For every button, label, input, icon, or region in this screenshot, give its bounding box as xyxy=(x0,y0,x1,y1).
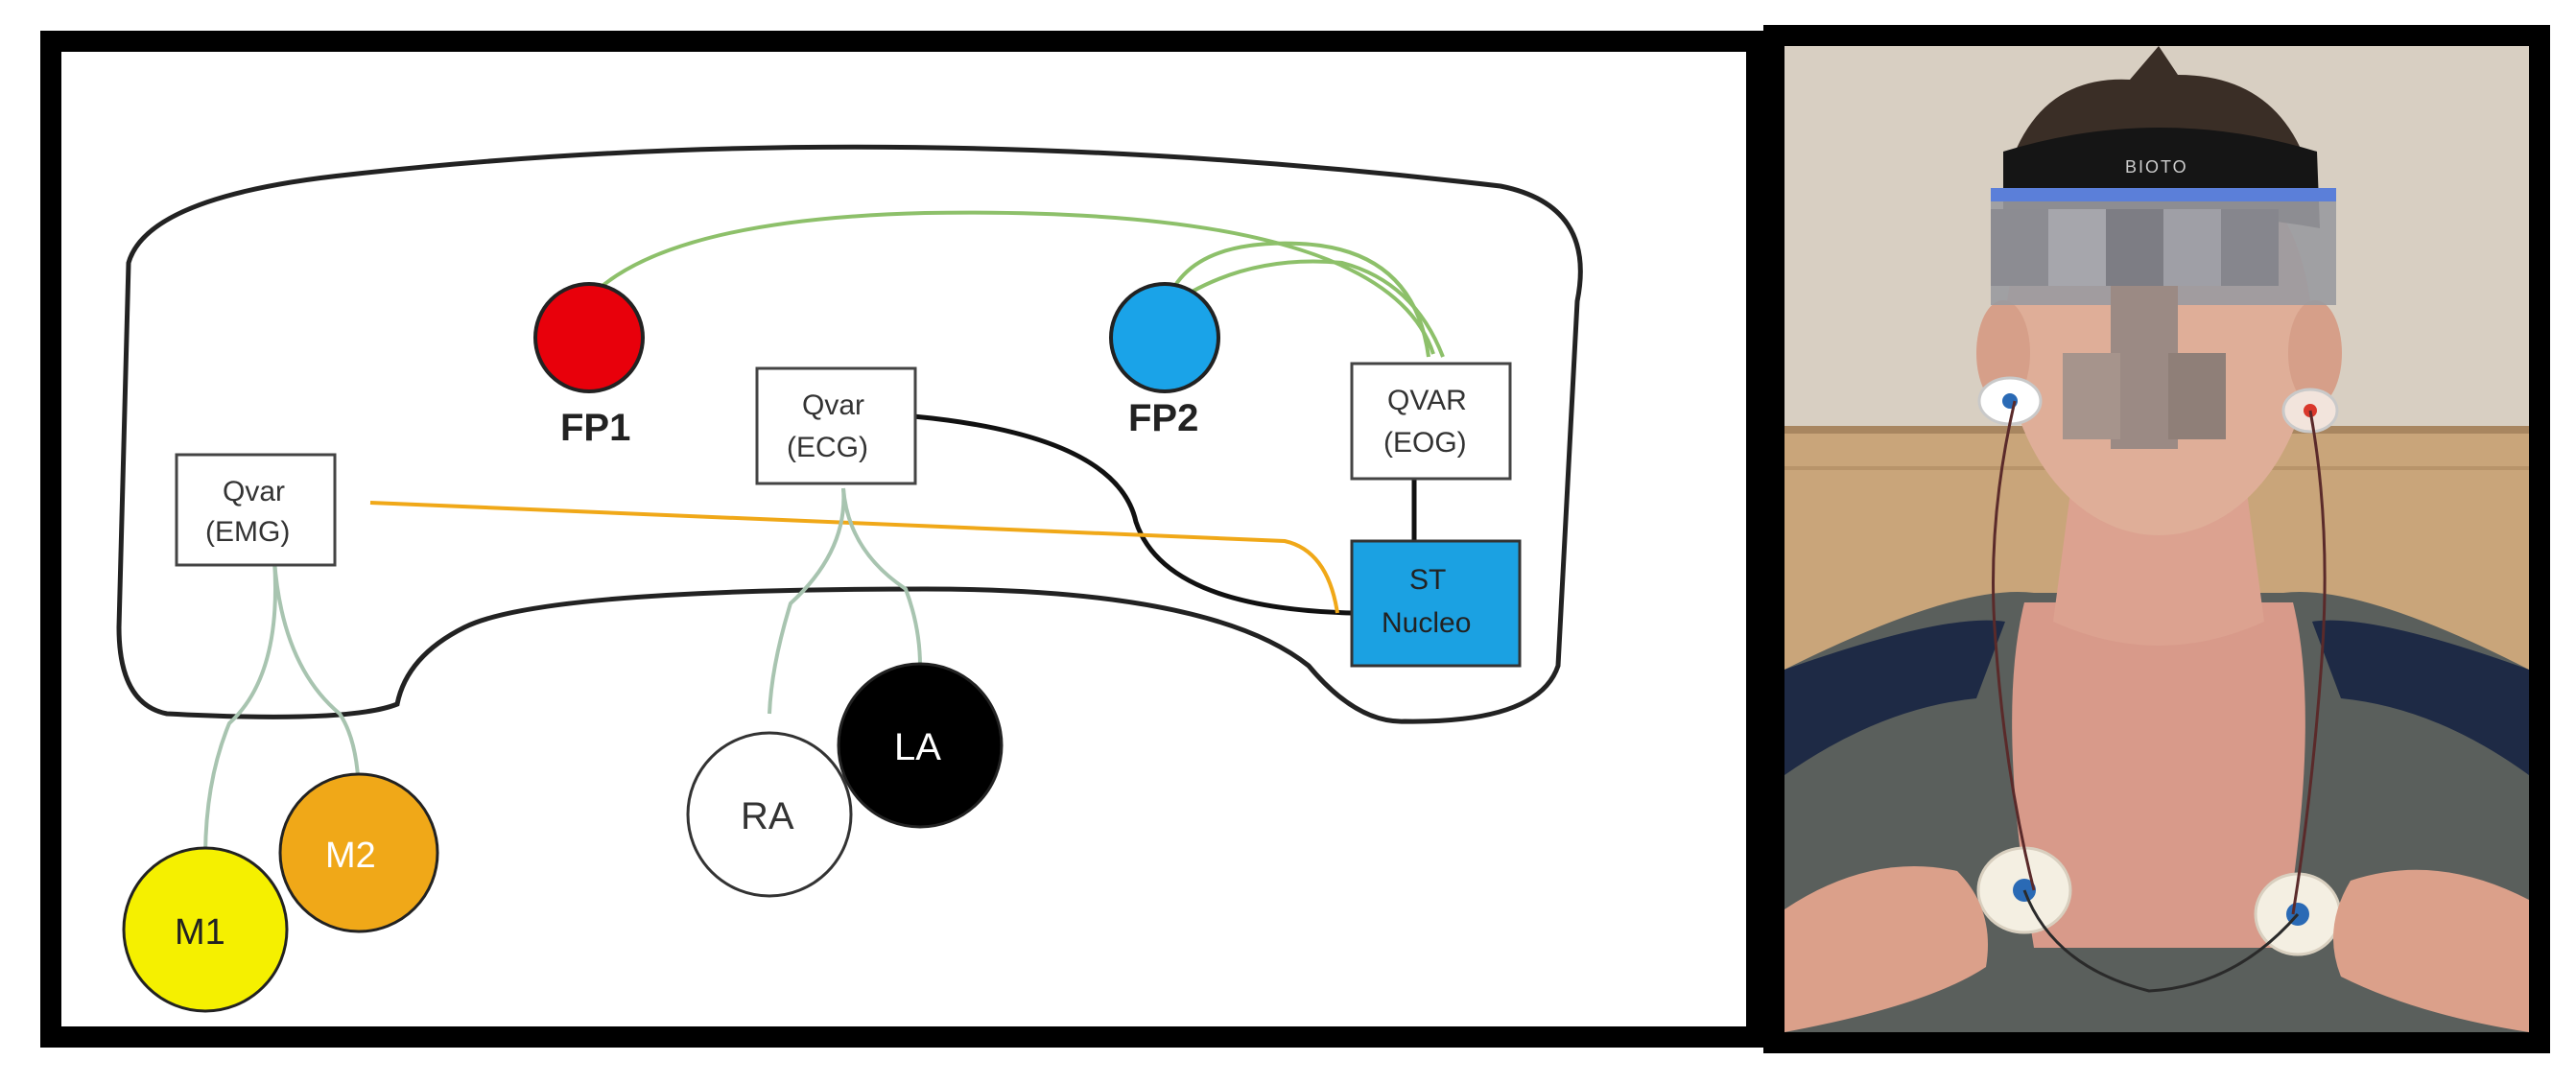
electrode-m1 xyxy=(122,846,289,1013)
electrode-m1-label: M1 xyxy=(175,912,225,953)
subject-photo: BIOTO xyxy=(1784,46,2529,1032)
diagram-panel: FP1 FP2 Qvar (EMG) Qvar (ECG) QVAR (EOG)… xyxy=(40,31,1767,1048)
module-eog-line1: QVAR xyxy=(1387,385,1467,416)
headband-diagram: FP1 FP2 Qvar (EMG) Qvar (ECG) QVAR (EOG)… xyxy=(116,144,1583,1013)
ear-right xyxy=(2288,300,2342,406)
module-ecg: Qvar (ECG) xyxy=(755,366,917,485)
electrode-fp2 xyxy=(1109,282,1220,393)
electrode-wire-right xyxy=(2291,410,2327,915)
lead-ra xyxy=(768,487,846,715)
module-mcu: ST Nucleo xyxy=(1350,539,1522,668)
hand-left xyxy=(1784,866,1988,1032)
module-emg-line1: Qvar xyxy=(223,476,285,507)
headband-logo: BIOTO xyxy=(2125,157,2188,177)
headband-outline xyxy=(116,144,1583,724)
lead-la xyxy=(841,487,922,667)
chest xyxy=(2012,602,2305,948)
module-emg-line2: (EMG) xyxy=(205,516,290,548)
module-mcu-line2: Nucleo xyxy=(1382,607,1471,639)
electrode-ra xyxy=(686,731,853,898)
module-eog: QVAR (EOG) xyxy=(1350,362,1512,481)
lead-m1 xyxy=(203,559,277,859)
lead-m2 xyxy=(272,559,361,801)
electrode-la xyxy=(837,662,1004,829)
electrode-fp1 xyxy=(533,282,645,393)
hand-right xyxy=(2333,869,2529,1032)
electrode-la-label: LA xyxy=(894,726,941,768)
wire-fp1-eog xyxy=(582,210,1435,355)
wire-ecg-mcu xyxy=(912,413,1353,616)
chest-wire xyxy=(2022,889,2300,993)
electrode-wire-left xyxy=(1992,400,2036,891)
module-emg: Qvar (EMG) xyxy=(175,453,337,567)
electrode-m2-label: M2 xyxy=(325,836,376,876)
shirt-collar-dark-right xyxy=(2312,620,2529,775)
module-eog-line2: (EOG) xyxy=(1383,427,1467,459)
module-ecg-line1: Qvar xyxy=(802,389,864,421)
wire-fp2-eog-b xyxy=(1163,259,1445,358)
electrode-fp1-label: FP1 xyxy=(560,407,630,449)
module-mcu-line1: ST xyxy=(1409,564,1446,596)
electrode-ra-label: RA xyxy=(741,795,794,837)
photo-panel: BIOTO xyxy=(1763,25,2550,1053)
electrode-fp2-label: FP2 xyxy=(1128,397,1198,439)
electrode-m2 xyxy=(278,772,439,933)
face-privacy-blur xyxy=(1991,188,2336,449)
module-ecg-line2: (ECG) xyxy=(787,432,868,463)
shirt-collar-dark xyxy=(1784,620,2005,775)
wire-emg-mcu xyxy=(369,501,1339,614)
